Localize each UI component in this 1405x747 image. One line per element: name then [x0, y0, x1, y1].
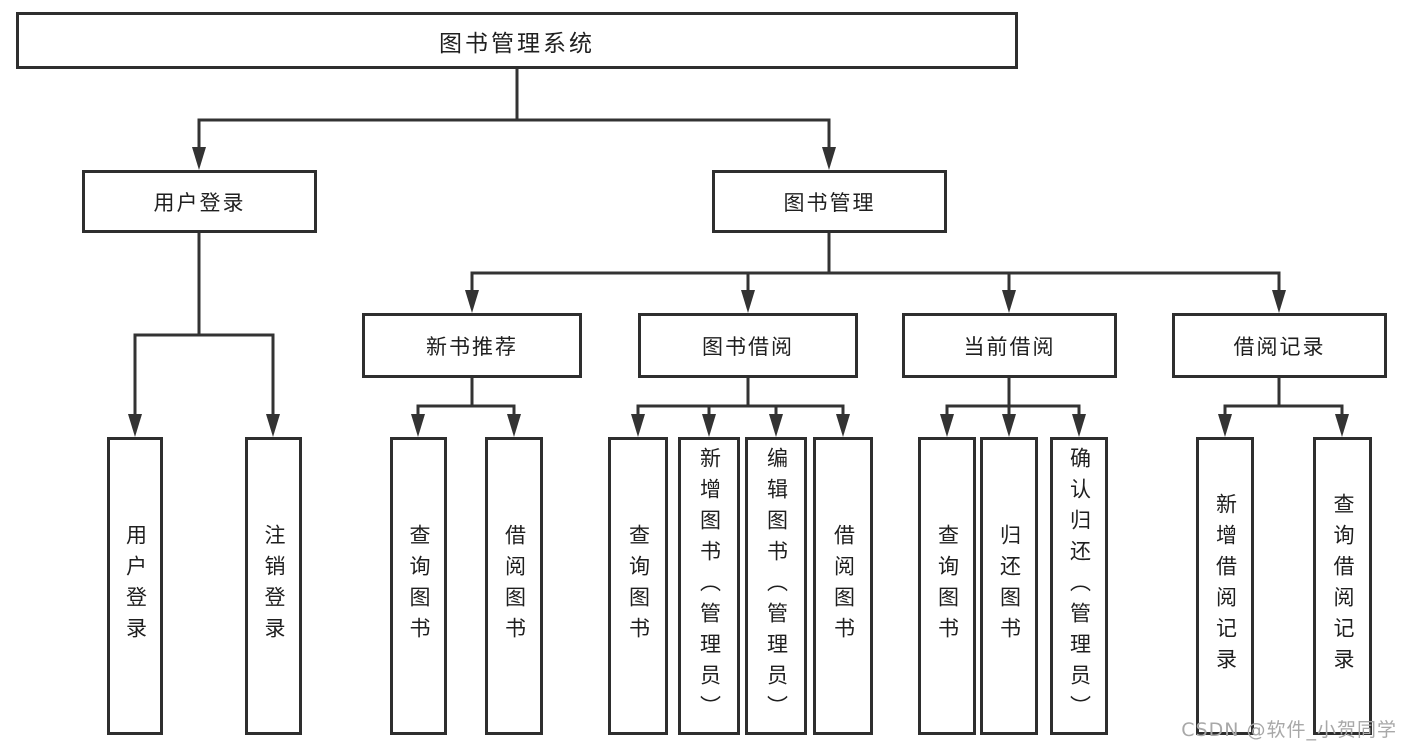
leaf-edit-books-admin-label: 编辑图书（管理员） — [764, 446, 789, 726]
node-book-management: 图书管理 — [712, 170, 947, 233]
leaf-return-books-label: 归还图书 — [997, 524, 1022, 648]
arrow-down-icon — [192, 147, 206, 170]
leaf-add-borrow-record-label: 新增借阅记录 — [1213, 493, 1238, 679]
arrow-down-icon — [1335, 414, 1349, 437]
leaf-add-books-admin-label: 新增图书（管理员） — [697, 446, 722, 726]
arrow-down-icon — [1272, 290, 1286, 313]
leaf-borrow-books-recommend: 借阅图书 — [485, 437, 543, 735]
arrow-down-icon — [465, 290, 479, 313]
leaf-user-login: 用户登录 — [107, 437, 163, 735]
leaf-query-books-current: 查询图书 — [918, 437, 976, 735]
leaf-query-books-recommend-label: 查询图书 — [407, 524, 431, 648]
node-book-borrowing-label: 图书借阅 — [702, 334, 794, 359]
arrow-down-icon — [836, 414, 850, 437]
leaf-query-books-recommend: 查询图书 — [390, 437, 447, 735]
arrow-down-icon — [1218, 414, 1232, 437]
arrow-down-icon — [940, 414, 954, 437]
leaf-edit-books-admin: 编辑图书（管理员） — [745, 437, 807, 735]
node-borrowing-records-label: 借阅记录 — [1233, 334, 1326, 359]
leaf-add-books-admin: 新增图书（管理员） — [678, 437, 740, 735]
arrow-down-icon — [1072, 414, 1086, 437]
node-borrowing-records: 借阅记录 — [1172, 313, 1387, 378]
arrow-down-icon — [128, 414, 142, 437]
node-new-book-recommend: 新书推荐 — [362, 313, 582, 378]
leaf-logout-label: 注销登录 — [262, 524, 286, 648]
leaf-confirm-return-admin: 确认归还（管理员） — [1050, 437, 1108, 735]
arrow-down-icon — [702, 414, 716, 437]
node-user-login-label: 用户登录 — [153, 190, 246, 215]
leaf-borrow-books: 借阅图书 — [813, 437, 873, 735]
arrow-down-icon — [631, 414, 645, 437]
node-current-borrowing: 当前借阅 — [902, 313, 1117, 378]
leaf-borrow-books-recommend-label: 借阅图书 — [502, 524, 527, 648]
node-new-book-recommend-label: 新书推荐 — [426, 334, 518, 359]
node-book-management-label: 图书管理 — [783, 190, 876, 215]
leaf-logout: 注销登录 — [245, 437, 302, 735]
node-book-borrowing: 图书借阅 — [638, 313, 858, 378]
leaf-query-books-borrowing: 查询图书 — [608, 437, 668, 735]
node-library-management-system: 图书管理系统 — [16, 12, 1018, 69]
leaf-add-borrow-record: 新增借阅记录 — [1196, 437, 1254, 735]
leaf-borrow-books-label: 借阅图书 — [831, 524, 856, 648]
arrow-down-icon — [1002, 414, 1016, 437]
leaf-confirm-return-admin-label: 确认归还（管理员） — [1067, 446, 1092, 726]
csdn-watermark: CSDN @软件_小贺同学 — [1181, 719, 1397, 741]
arrow-down-icon — [741, 290, 755, 313]
node-user-login: 用户登录 — [82, 170, 317, 233]
leaf-query-books-borrowing-label: 查询图书 — [626, 524, 651, 648]
arrow-down-icon — [266, 414, 280, 437]
node-library-management-system-label: 图书管理系统 — [439, 30, 595, 57]
leaf-return-books: 归还图书 — [980, 437, 1038, 735]
leaf-user-login-label: 用户登录 — [123, 524, 148, 648]
leaf-query-borrow-record: 查询借阅记录 — [1313, 437, 1372, 735]
arrow-down-icon — [411, 414, 425, 437]
arrow-down-icon — [822, 147, 836, 170]
node-current-borrowing-label: 当前借阅 — [963, 334, 1056, 359]
leaf-query-books-current-label: 查询图书 — [935, 524, 960, 648]
arrow-down-icon — [507, 414, 521, 437]
arrow-down-icon — [1002, 290, 1016, 313]
arrow-down-icon — [769, 414, 783, 437]
leaf-query-borrow-record-label: 查询借阅记录 — [1331, 493, 1355, 679]
